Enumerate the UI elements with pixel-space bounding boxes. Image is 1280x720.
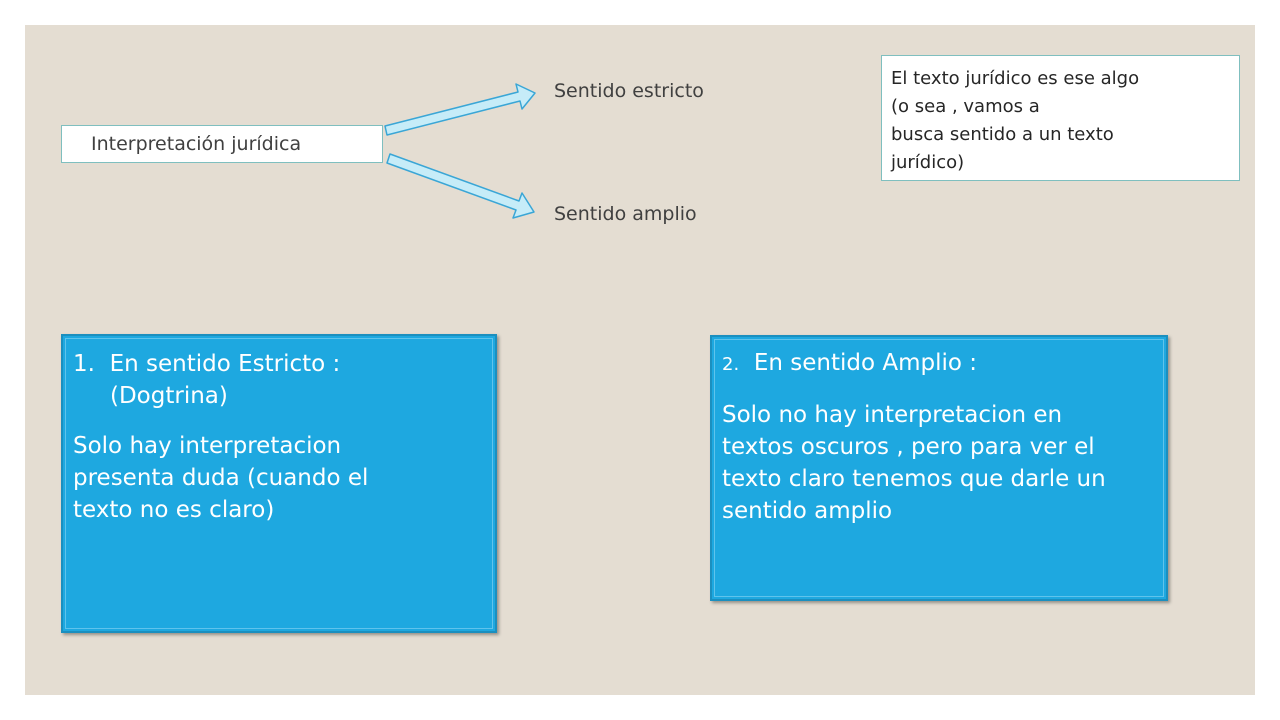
card-title: En sentido Amplio : [753, 350, 977, 376]
card-number: 2. [722, 354, 740, 375]
root-concept-box: Interpretación jurídica [61, 125, 383, 163]
card-body-line: texto claro tenemos que darle un [722, 466, 1106, 492]
card-heading: 2. En sentido Amplio : [722, 347, 1156, 381]
card-subheading: (Dogtrina) [110, 383, 228, 409]
definition-note: El texto jurídico es ese algo (o sea , v… [881, 55, 1240, 181]
card-number: 1. [73, 351, 95, 377]
note-line: jurídico) [891, 152, 965, 173]
card-title: En sentido Estricto : [109, 351, 341, 377]
note-line: El texto jurídico es ese algo [891, 68, 1140, 89]
card-body-line: presenta duda (cuando el [73, 465, 369, 491]
card-body-line: Solo no hay interpretacion en [722, 402, 1063, 428]
branch-label-broad: Sentido amplio [554, 203, 697, 225]
card-body-line: textos oscuros , pero para ver el [722, 434, 1095, 460]
note-line: (o sea , vamos a [891, 96, 1040, 117]
root-concept-label: Interpretación jurídica [91, 133, 302, 155]
card-body-line: Solo hay interpretacion [73, 433, 342, 459]
card-body-line: sentido amplio [722, 498, 893, 524]
branch-label-strict: Sentido estricto [554, 80, 704, 102]
card-body-line: texto no es claro) [73, 497, 275, 523]
card-broad-sense: 2. En sentido Amplio : Solo no hay inter… [710, 335, 1168, 601]
card-heading: 1. En sentido Estricto : [73, 348, 485, 380]
card-strict-sense: 1. En sentido Estricto : (Dogtrina) Solo… [61, 334, 497, 633]
note-line: busca sentido a un texto [891, 124, 1114, 145]
